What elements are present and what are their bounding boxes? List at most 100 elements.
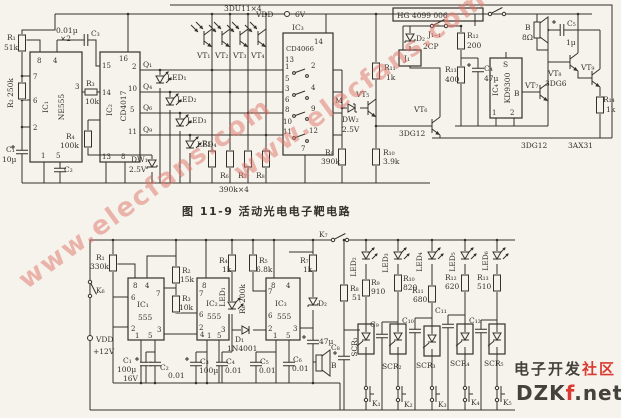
label-b-led1: LED₁ [218, 287, 227, 306]
pin: 3 [285, 85, 289, 93]
label-b-c5v: 0.01 [259, 366, 276, 375]
label-r14: R₁₄ [603, 95, 615, 104]
transistor-vt6-icon [423, 116, 441, 136]
label-b-c6v: 0.01 [292, 364, 309, 373]
pin: 8 [121, 153, 125, 161]
label-r12v: 200 [467, 41, 482, 50]
label-d2: D₂ [416, 34, 425, 43]
pin: 1 [492, 109, 496, 117]
label-b-ic2: IC₂ [206, 299, 218, 308]
pin: 8 [271, 282, 275, 290]
logo-site-c: .net [574, 381, 621, 405]
pin: 3 [221, 326, 225, 334]
scr4-icon [455, 331, 471, 348]
label-6v: 6V [295, 10, 306, 19]
label-b-led2: LED₂ [349, 257, 358, 276]
pin: 8 [37, 57, 41, 65]
pin: 11 [283, 128, 292, 136]
label-b-d2: D₂ [318, 299, 327, 308]
pin: 4 [286, 282, 291, 290]
label-d1: D₁ [235, 335, 244, 344]
scr5-icon [487, 331, 503, 348]
label-b-c2: C₂ [160, 363, 169, 372]
pin: 10 [128, 85, 137, 93]
resistor-r3-icon [84, 88, 98, 96]
label-b-r9v: 910 [371, 287, 386, 296]
label-cnote2: ×2 [60, 34, 71, 43]
b-resistor-r13-icon [492, 273, 502, 293]
pin: 3 [75, 83, 79, 91]
label-c7v: 47µ [319, 337, 334, 346]
label-b-ic1: IC₁ [137, 300, 149, 309]
diode-d1-icon [240, 324, 254, 336]
label-b-r11v: 680 [413, 295, 428, 304]
label-b-r5: R₅ [259, 256, 268, 265]
pin: 6 [268, 312, 273, 320]
label-r6: R₆ [220, 171, 229, 180]
label-b-r13: R₁₃ [477, 273, 489, 282]
label-ic2: IC₂ [105, 104, 114, 116]
label-b-r5v: 6.8k [256, 265, 273, 274]
label-vt9: VT₉ [580, 63, 594, 72]
pin: 3 [157, 326, 161, 334]
label-b-c1v: 100µ [117, 365, 136, 374]
b-vdd-terminal [87, 335, 93, 341]
pin: 4 [311, 84, 316, 92]
label-b-r2: R₂ [182, 266, 191, 275]
capacitor-c9-icon [374, 333, 390, 339]
pin: 2 [131, 325, 135, 333]
pin: 12 [309, 127, 318, 135]
resistor-r1-icon [17, 33, 27, 53]
label-b-r4: R₄ [219, 256, 228, 265]
label-b-r1: R₁ [96, 253, 105, 262]
pin: 2 [311, 62, 315, 70]
capacitor-c3-icon [83, 32, 89, 48]
label-b-r9: R₉ [371, 278, 380, 287]
label-b-ic2n: 555 [207, 312, 222, 321]
label-r12: R₁₂ [467, 31, 479, 40]
label-b-ic3: IC₃ [275, 299, 287, 308]
pin: 1 [41, 152, 45, 160]
label-r1: R₁ [7, 33, 16, 42]
pin: 7 [156, 290, 160, 298]
figure-caption: 图 11-9 活动光电电子靶电路 [182, 204, 351, 218]
label-b-led6: LED₆ [481, 251, 490, 270]
pin: 8 [133, 282, 137, 290]
label-k1: K₁ [372, 399, 381, 408]
label-ic3n: CD4066 [286, 45, 314, 53]
label-b-r10: R₁₀ [403, 274, 415, 283]
pin: 5 [148, 332, 152, 340]
capacitor-c8-icon [332, 350, 352, 361]
scr3-icon [422, 333, 438, 350]
pin: 7 [199, 290, 203, 298]
label-b-c6: C₆ [293, 355, 302, 364]
label-r5: R₅ [202, 139, 211, 148]
scr3-outline [423, 325, 441, 357]
label-b-12v: +12V [93, 347, 115, 356]
label-led2: LED₂ [177, 95, 196, 104]
label-dw2v: 2.5V [342, 125, 360, 134]
label-r14v: 1k [606, 105, 616, 114]
label-b-c1u: 16V [123, 374, 139, 383]
label-hg4099: HG 4099 006 [397, 11, 448, 20]
label-b-c3v: 100µ [199, 366, 218, 375]
resistor-r12-icon [456, 31, 466, 51]
label-dw1v: 2.5V [129, 165, 147, 174]
pin: 8 [285, 106, 289, 114]
label-b-c5: C₅ [260, 357, 269, 366]
pin: 16 [119, 55, 128, 63]
label-b-speaker: B [331, 361, 337, 370]
label-r9: R₉ [325, 148, 334, 157]
b-resistor-r9-icon [361, 278, 371, 298]
label-b-c4v: 0.01 [225, 366, 242, 375]
label-b-r12v: 620 [445, 282, 460, 291]
pin: 2 [510, 109, 514, 117]
b-led2-icon [360, 246, 379, 265]
label-dw1: DW₁ [131, 155, 148, 164]
label-r7: R₇ [238, 171, 247, 180]
label-b-c2v: 0.01 [168, 371, 185, 380]
label-vt3: VT₃ [232, 51, 246, 60]
label-q1: Q₁ [143, 60, 152, 69]
label-k4: K₄ [471, 398, 480, 407]
